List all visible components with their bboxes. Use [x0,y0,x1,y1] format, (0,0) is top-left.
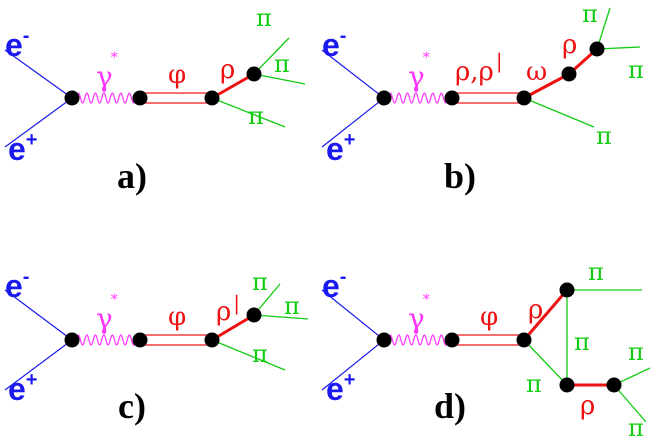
vertex [246,307,262,323]
vertex [376,90,392,106]
pion-label-top: π [588,258,604,286]
electron-line [4,49,73,99]
rho-prime-line [211,313,255,342]
pion-label-out-1: π [628,338,644,366]
pion-line-2 [253,73,306,85]
vertex [444,332,460,348]
phi-propagator [139,92,213,104]
electron-label: e- [322,266,346,304]
pion-label-lower: π [526,370,542,398]
pion-line-3 [211,339,286,371]
vertex [64,90,80,106]
pion-label-2: π [284,292,300,320]
pion-label-3: π [248,102,264,130]
pion-label-3: π [596,122,612,150]
pion-label-1: π [582,0,598,28]
electron-label: e- [322,25,346,63]
photon-wave [383,334,453,346]
propagator-label: φ [480,302,498,332]
photon-wave [71,92,141,104]
vertex [559,377,575,393]
vertex [64,332,80,348]
electron-line [321,289,385,341]
propagator-label: φ [168,60,186,90]
rho-line [522,289,569,341]
vertex [132,90,148,106]
rho-label: ρ [528,295,543,325]
electron-label: e- [5,266,29,304]
vertex [204,90,220,106]
pion-label-3: π [252,340,268,368]
pion-label-1: π [252,268,268,296]
pion-label-1: π [256,4,272,32]
vertex [589,41,605,57]
pion-line-3 [211,97,286,128]
positron-line [4,339,73,391]
positron-label: e+ [326,129,355,167]
electron-line [321,49,385,99]
pion-line-1 [253,37,290,75]
pion-label-2: π [274,50,290,78]
panel-c: e- e+ γ* φ ρ| π π π c) [4,266,309,426]
panel-label: c) [118,386,146,426]
vertex [132,332,148,348]
vertex [516,90,532,106]
pion-line-3 [523,97,595,128]
vertex [376,332,392,348]
rho-prime-label: ρ| [216,291,240,327]
rho-label: ρ [220,55,235,85]
positron-label: e+ [8,129,37,167]
vertex [516,332,532,348]
panel-a: e- e+ γ* φ ρ π π π a) [4,4,306,196]
pion-label-2: π [628,56,644,84]
phi-propagator [451,334,525,346]
omega-line [523,72,570,100]
panel-d: e- e+ γ* φ ρ π π π π π ρ d) [321,258,651,442]
positron-label: e+ [8,369,37,407]
photon-label: γ* [408,50,430,93]
pion-label-out-2: π [628,414,644,442]
panel-label: a) [117,156,147,196]
pion-line-2 [253,314,309,320]
vertex [444,90,460,106]
photon-label: γ* [408,292,430,335]
photon-label: γ* [96,50,118,93]
omega-label: ω [526,57,547,87]
pion-label-exchange: π [574,328,590,356]
electron-label: e- [5,25,29,63]
phi-propagator [139,334,213,346]
positron-label: e+ [326,369,355,407]
photon-wave [71,334,141,346]
vertex [246,66,262,82]
rho-line [211,72,255,100]
rho-label-lower: ρ [580,391,595,421]
propagator-label: φ [168,302,186,332]
panel-label: d) [434,386,466,426]
electron-line [4,289,73,341]
pion-line-lower [523,339,568,386]
vertex [559,282,575,298]
rho-propagator [451,92,525,104]
propagator-label: ρ,ρ| [455,49,503,87]
vertex [204,332,220,348]
positron-line [321,97,385,148]
vertex [561,66,577,82]
photon-label: γ* [96,292,118,335]
vertex [606,377,622,393]
positron-line [321,339,385,391]
positron-line [4,97,73,148]
pion-line-out-2 [613,384,647,423]
panel-label: b) [444,156,476,196]
panel-b: e- e+ γ* ρ,ρ| ω ρ π π π b) [321,0,644,196]
photon-wave [383,92,453,104]
rho-label: ρ [562,30,577,60]
